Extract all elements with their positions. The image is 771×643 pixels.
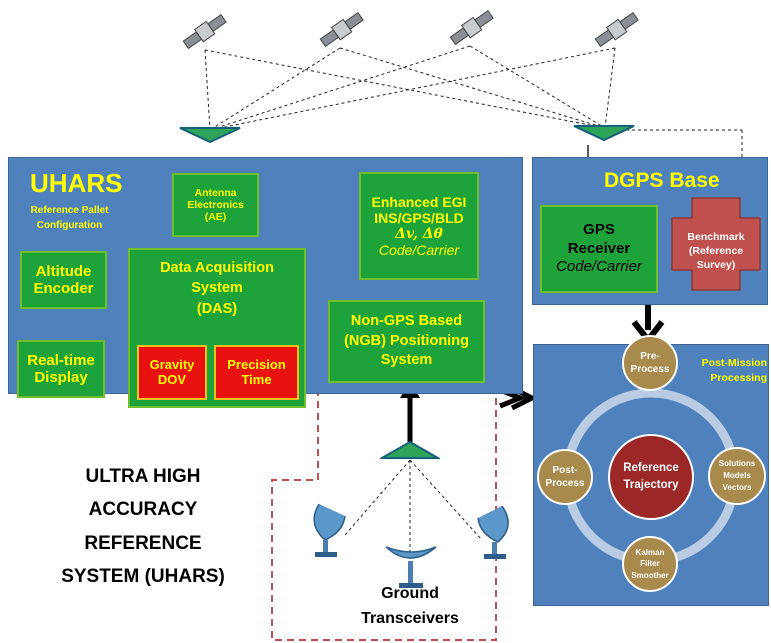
gravity-dov-box: Gravity DOV: [137, 345, 207, 400]
reference-trajectory-node: Reference Trajectory: [608, 434, 694, 520]
uhars-subtitle: Reference Pallet Configuration: [30, 205, 109, 231]
post-mission-title: Post-Mission Processing: [701, 357, 767, 385]
satellite-signal-lines: [204, 45, 743, 185]
antenna-icon: [179, 127, 241, 144]
realtime-display-box: Real-time Display: [17, 340, 105, 398]
satellite-icon: [319, 12, 364, 48]
ground-transceivers-label: Ground Transceivers: [361, 585, 459, 627]
satellite-icon: [449, 10, 494, 46]
system-title: ULTRA HIGH ACCURACY REFERENCE SYSTEM (UH…: [61, 466, 225, 587]
dish-icon: [313, 503, 346, 557]
dish-icon: [477, 505, 509, 559]
uhars-title: UHARS: [30, 168, 123, 198]
enhanced-egi-box: Enhanced EGI INS/GPS/BLD Δv, Δθ Code/Car…: [359, 172, 479, 280]
ground-signal-lines: [344, 459, 483, 560]
satellite-icon: [594, 12, 639, 48]
antenna-icon: [380, 440, 440, 459]
kalman-node: Kalman Filter Smoother: [622, 536, 678, 592]
precision-time-box: Precision Time: [214, 345, 299, 400]
ngb-positioning-box: Non-GPS Based (NGB) Positioning System: [328, 300, 485, 383]
antenna-icon: [573, 125, 635, 142]
altitude-encoder-box: Altitude Encoder: [20, 251, 107, 309]
benchmark-label: Benchmark (Reference Survey): [687, 231, 745, 272]
satellite-icon: [182, 14, 227, 50]
dgps-title: DGPS Base: [604, 169, 720, 192]
solutions-node: Solutions Models Vectors: [708, 447, 766, 505]
pre-process-node: Pre- Process: [622, 335, 678, 391]
antenna-electronics-box: Antenna Electronics (AE): [172, 173, 259, 237]
benchmark-shape: [671, 197, 761, 291]
dish-icon: [385, 546, 437, 588]
gps-receiver-box: GPS Receiver Code/Carrier: [540, 205, 658, 293]
post-process-node: Post- Process: [537, 449, 593, 505]
